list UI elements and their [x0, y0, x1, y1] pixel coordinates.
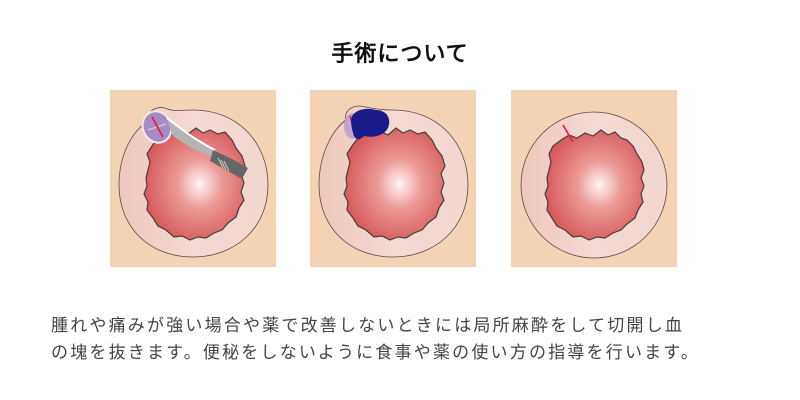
description-line-1: 腫れや痛みが強い場合や薬で改善しないときには局所麻酔をして切開し血: [51, 316, 685, 336]
description-line-2: の塊を抜きます。便秘をしないように食事や薬の使い方の指導を行います。: [51, 343, 701, 363]
anal-wall-icon: [511, 90, 677, 267]
page-title: 手術について: [331, 42, 469, 67]
illustration-after-treatment: [511, 90, 677, 267]
incision-line-icon: [151, 116, 164, 138]
incision-scar-icon: [562, 124, 574, 143]
illustration-incision: [110, 90, 276, 267]
description-text: 腫れや痛みが強い場合や薬で改善しないときには局所麻酔をして切開し血 の塊を抜きま…: [51, 313, 771, 367]
illustration-clot-removal: [310, 90, 476, 267]
anal-wall-icon: [310, 90, 476, 267]
scalpel-icon: [166, 117, 248, 179]
blood-clot-icon: [351, 108, 390, 139]
anal-wall-icon: [110, 90, 276, 267]
